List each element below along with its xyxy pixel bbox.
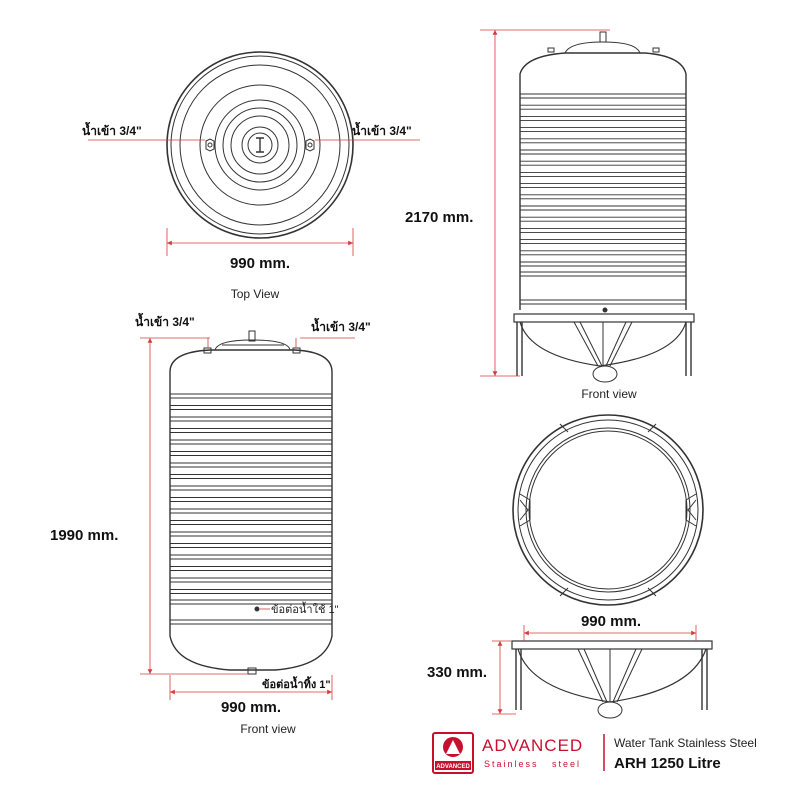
brand-subtitle: Stainless steel <box>484 759 581 769</box>
brand-logo: ADVANCED <box>432 732 474 774</box>
right-front-dimensions <box>480 29 610 377</box>
top-view-dimensions <box>88 139 420 256</box>
top-view <box>166 51 354 239</box>
stand-top-view <box>512 414 704 606</box>
top-view-caption: Top View <box>231 287 280 301</box>
top-inlet-left-label: น้ำเข้า 3/4" <box>82 121 142 138</box>
right-front-caption: Front view <box>581 387 637 401</box>
left-height-label: 1990 mm. <box>50 527 118 544</box>
stand-front-view <box>511 640 713 719</box>
brand-name: ADVANCED <box>482 736 583 755</box>
stand-diameter-label: 990 mm. <box>581 613 641 630</box>
drain-label: ข้อต่อน้ำทิ้ง 1" <box>262 676 331 691</box>
left-tank-ribs <box>170 393 332 625</box>
outlet-use-label: ข้อต่อน้ำใช้ 1" <box>271 601 339 616</box>
stand-dimensions <box>492 625 697 715</box>
left-front-caption: Front view <box>240 722 296 736</box>
stand-height-label: 330 mm. <box>427 664 487 681</box>
model-name: ARH 1250 Litre <box>614 755 721 772</box>
left-front-view <box>169 330 333 675</box>
top-diameter-label: 990 mm. <box>230 255 290 272</box>
logo-text: ADVANCED <box>436 764 470 770</box>
top-inlet-right-label: น้ำเข้า 3/4" <box>352 121 412 138</box>
left-front-dimensions <box>140 337 355 700</box>
product-line: Water Tank Stainless Steel <box>614 736 757 750</box>
right-height-label: 2170 mm. <box>405 209 473 226</box>
right-front-view <box>513 31 695 383</box>
right-tank-ribs <box>520 93 686 305</box>
left-inlet-right-label: น้ำเข้า 3/4" <box>311 317 371 334</box>
left-diameter-label: 990 mm. <box>221 699 281 716</box>
left-inlet-left-label: น้ำเข้า 3/4" <box>135 312 195 329</box>
